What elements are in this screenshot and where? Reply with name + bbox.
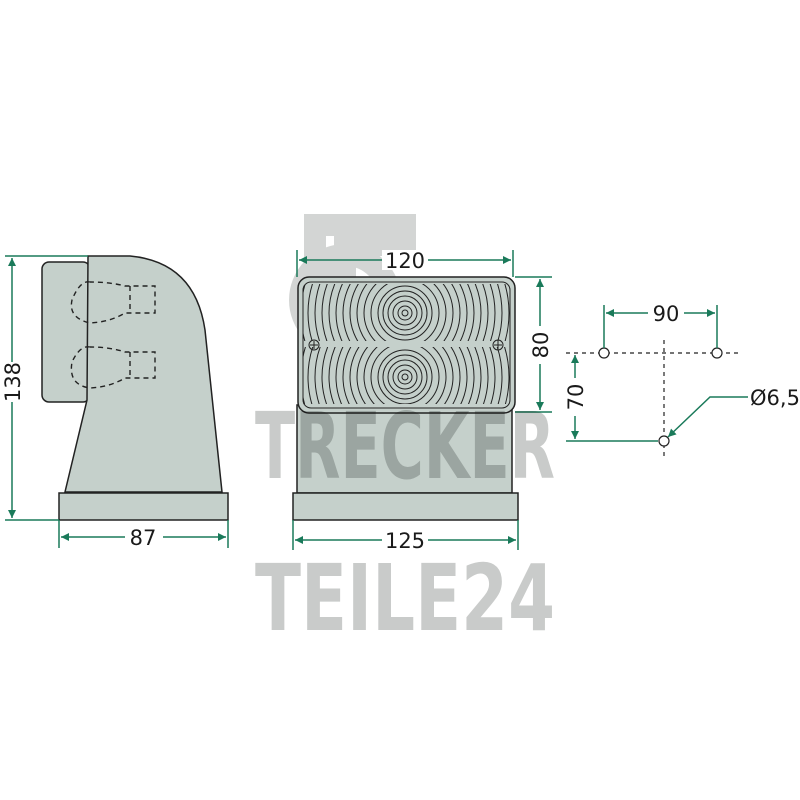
front-view: [292, 276, 519, 521]
dim-height: 138: [1, 362, 25, 402]
fresnel-ring: [370, 347, 440, 404]
fresnel-ring: [397, 369, 413, 385]
fresnel-ring: [363, 347, 447, 404]
screw-left: [308, 339, 320, 351]
fresnel-ring: [377, 349, 433, 404]
fresnel-ring: [356, 284, 454, 341]
dim-side-width: 87: [130, 526, 157, 550]
fresnel-ring: [303, 284, 510, 341]
fresnel-ring: [370, 284, 440, 341]
fresnel-ring: [382, 290, 428, 336]
mounting-hole-pattern: [566, 340, 740, 456]
side-body: [64, 255, 223, 493]
mounting-hole: [658, 435, 670, 447]
dim-hole-spacing-vertical: 70: [564, 384, 588, 411]
dim-lens-height: 80: [529, 332, 553, 359]
fresnel-ring: [307, 347, 503, 404]
front-base: [292, 492, 519, 521]
fresnel-ring: [335, 284, 475, 341]
fresnel-ring: [342, 284, 468, 341]
fresnel-ring: [335, 347, 475, 404]
fresnel-ring: [314, 347, 496, 404]
fresnel-ring: [401, 373, 409, 381]
fresnel-ring: [342, 347, 468, 404]
fresnel-ring: [392, 300, 418, 326]
fresnel-ring: [307, 284, 503, 341]
fresnel-ring: [397, 305, 413, 321]
dim-hole-spacing-horizontal: 90: [653, 302, 680, 326]
fresnel-ring: [303, 347, 510, 404]
watermark-line2: TEILE24: [255, 545, 555, 652]
fresnel-ring: [328, 284, 482, 341]
lens-fresnel-rings: [303, 284, 510, 404]
fresnel-ring: [321, 347, 489, 404]
watermark: TRECKER TEILE24: [255, 393, 555, 652]
dimension-lines: [5, 250, 748, 550]
side-view: [41, 255, 229, 521]
dim-lens-width: 120: [385, 249, 425, 273]
fresnel-ring: [387, 359, 423, 395]
fresnel-ring: [387, 295, 423, 331]
side-base: [58, 492, 229, 521]
lens-inner-edge: [302, 281, 511, 409]
dim-hole-diameter: Ø6,5: [750, 386, 800, 410]
front-body: [296, 404, 513, 494]
fresnel-ring: [382, 354, 428, 400]
fresnel-ring: [392, 364, 418, 390]
side-back-housing: [41, 261, 91, 403]
fresnel-ring: [401, 309, 409, 317]
fresnel-ring: [349, 347, 461, 404]
fresnel-ring: [356, 347, 454, 404]
fresnel-ring: [328, 347, 482, 404]
mounting-hole: [711, 347, 723, 359]
screw-right: [492, 339, 504, 351]
lens: [297, 276, 516, 414]
fresnel-ring: [363, 284, 447, 341]
fresnel-ring: [314, 284, 496, 341]
mounting-hole: [598, 347, 610, 359]
bulb-hidden-lines: [70, 281, 156, 389]
fresnel-ring: [377, 285, 433, 341]
fresnel-ring: [321, 284, 489, 341]
dimension-labels: 138 87 120 80 125 90 70 Ø6,5: [1, 249, 800, 553]
fresnel-ring: [349, 284, 461, 341]
dim-base-width: 125: [385, 529, 425, 553]
watermark-line1: TRECKER: [255, 393, 555, 500]
